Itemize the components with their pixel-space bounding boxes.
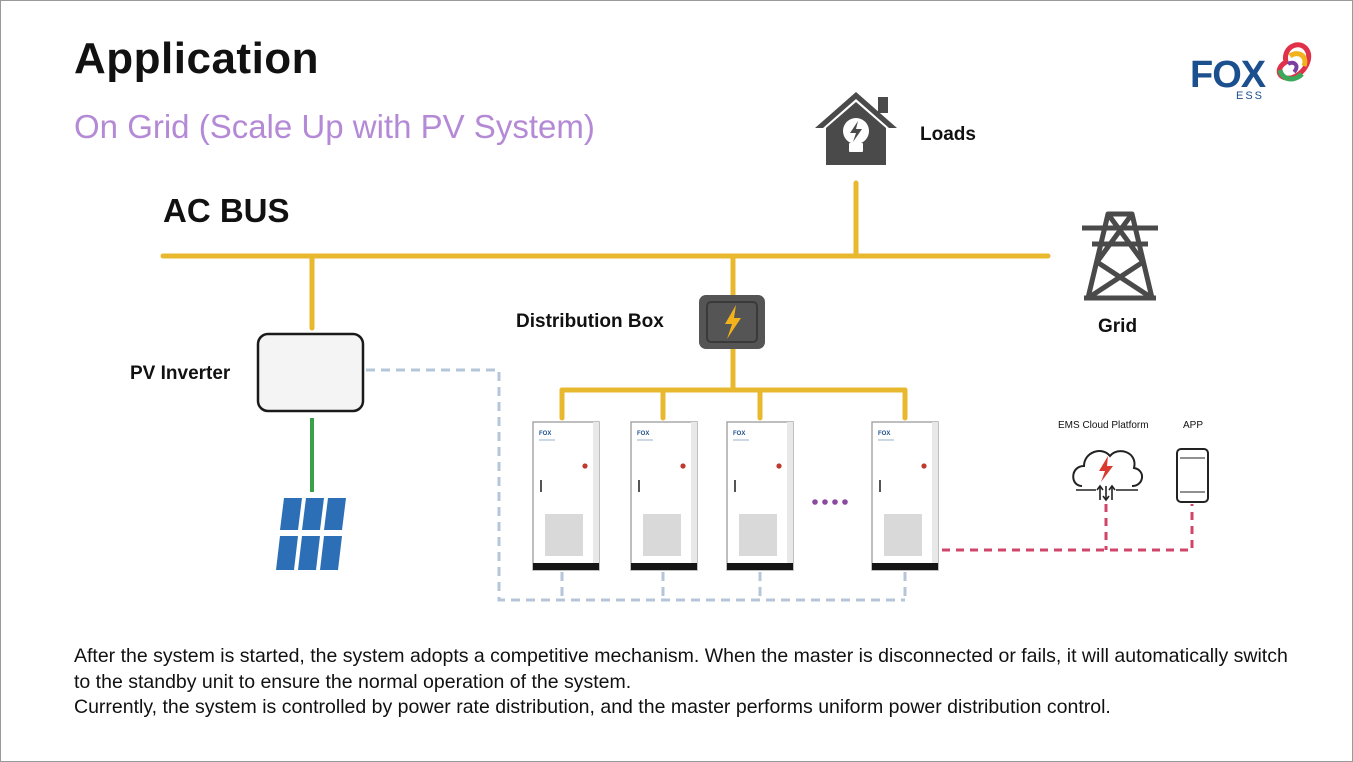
ems-lines [942, 504, 1194, 552]
logo-brand-text: FOX [1190, 54, 1266, 96]
ems-link-line [942, 504, 1194, 552]
grid-label: Grid [1098, 316, 1138, 337]
battery-cabinet-4: FOX [871, 421, 939, 571]
description-paragraph-1: After the system is started, the system … [74, 645, 1288, 693]
slide-subtitle: On Grid (Scale Up with PV System) [74, 108, 595, 145]
distribution-box-label: Distribution Box [516, 311, 664, 332]
battery-cabinets: FOX FOX FOX [532, 421, 939, 571]
cabinet-brand-text: FOX [539, 431, 551, 437]
loads-label: Loads [920, 124, 976, 145]
cabinet-brand-text: FOX [733, 431, 745, 437]
house-bulb-icon [815, 92, 897, 165]
smartphone-icon [1176, 448, 1209, 503]
cabinet-brand-text: FOX [637, 431, 649, 437]
logo-swirl-icon [1276, 42, 1312, 82]
battery-cabinet-3: FOX [726, 421, 794, 571]
solar-panel-icon [276, 498, 346, 570]
description-text: After the system is started, the system … [74, 644, 1304, 721]
more-cabinets-dots [812, 499, 848, 505]
app-label: APP [1183, 420, 1204, 431]
cloud-lightning-icon [1072, 450, 1143, 502]
fox-ess-logo: FOX ESS [1190, 40, 1320, 104]
battery-cabinet-2: FOX [630, 421, 698, 571]
slide-title: Application [74, 34, 320, 83]
pv-inverter-label: PV Inverter [130, 363, 231, 384]
cabinet-brand-text: FOX [878, 431, 890, 437]
ems-cloud-label: EMS Cloud Platform [1058, 420, 1149, 431]
comm-lines [366, 368, 907, 602]
pv-inverter-box [256, 332, 365, 413]
inverter-comm-line [366, 368, 905, 602]
ac-bus-lines [160, 180, 1051, 421]
transmission-tower-icon [1082, 211, 1158, 301]
ac-bus-label: AC BUS [163, 192, 290, 229]
logo-sub-text: ESS [1236, 90, 1265, 102]
battery-cabinet-1: FOX [532, 421, 600, 571]
description-paragraph-2: Currently, the system is controlled by p… [74, 696, 1111, 718]
lightning-box-icon [699, 295, 765, 349]
